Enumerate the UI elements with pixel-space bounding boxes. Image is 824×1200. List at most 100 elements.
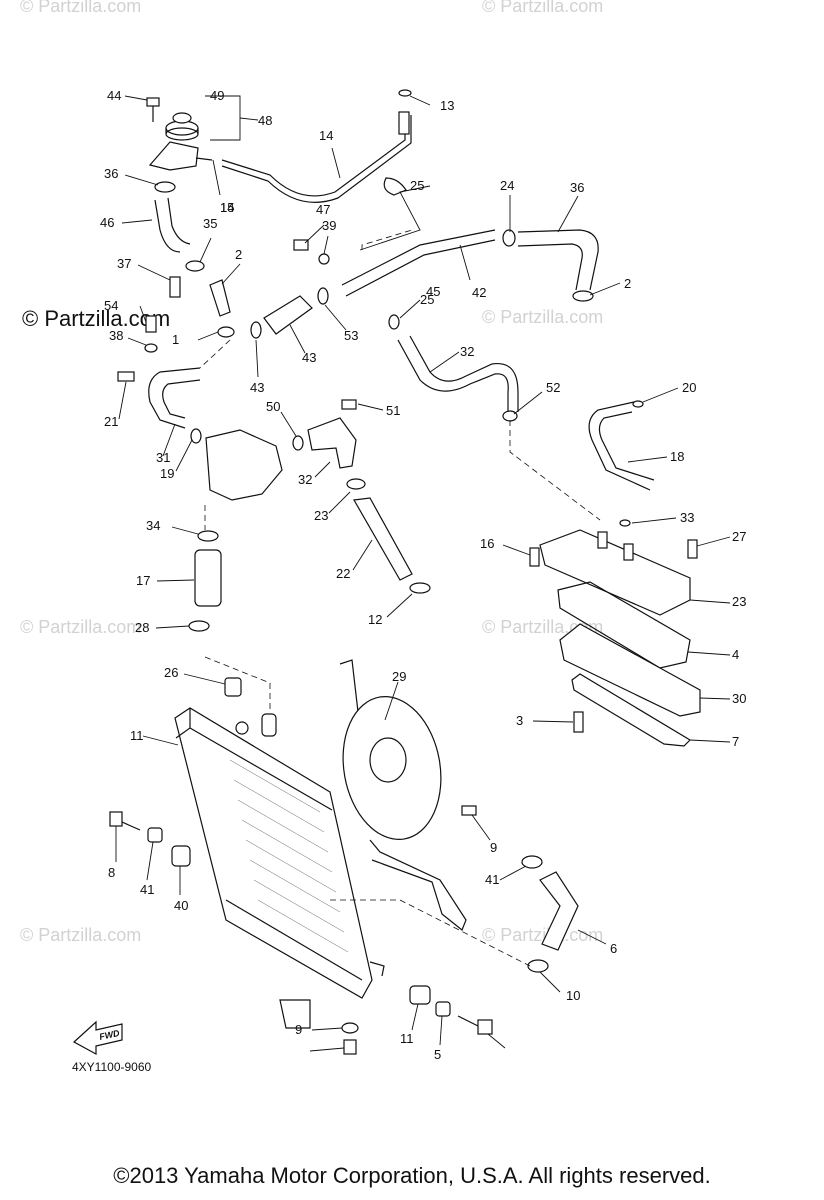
hose-clamp-part-43 xyxy=(388,314,400,330)
callout-22: 22 xyxy=(336,566,350,581)
bolt-part-53 xyxy=(145,315,157,333)
assembly-line xyxy=(361,229,413,250)
callout-44: 44 xyxy=(107,88,121,103)
callout-43: 43 xyxy=(250,380,264,395)
watermark: © Partzilla.com xyxy=(20,925,142,945)
watermark: © Partzilla.com xyxy=(482,925,604,945)
callout-25: 25 xyxy=(410,178,424,193)
cap-part-12 xyxy=(224,677,242,697)
callout-2: 2 xyxy=(624,276,631,291)
clip-part-32 xyxy=(632,400,644,408)
overflow-hose-part-13 xyxy=(221,115,406,197)
pipe-part xyxy=(398,111,410,135)
callout-7: 7 xyxy=(732,734,739,749)
callout-9: 9 xyxy=(490,840,497,855)
fitting-part-19 xyxy=(307,417,357,469)
assembly-line xyxy=(330,899,531,967)
bolt-part-44 xyxy=(146,97,160,122)
callout-48: 48 xyxy=(258,113,272,128)
washer-part-6 xyxy=(341,1022,359,1034)
assembly-line xyxy=(204,656,271,712)
radiator-cap-part-49 xyxy=(165,112,199,141)
clip-part-14 xyxy=(398,89,412,97)
pipe-part-50 xyxy=(148,367,201,429)
hose-clamp-part-25 xyxy=(572,290,594,302)
hose-part-35-edge xyxy=(167,197,191,245)
o-ring-part-38 xyxy=(217,326,235,338)
callout-30: 30 xyxy=(732,691,746,706)
callout-37: 37 xyxy=(117,256,131,271)
filler-neck-part xyxy=(148,141,213,171)
callout-36: 36 xyxy=(570,180,584,195)
bolt-shaft xyxy=(121,821,141,831)
assembly-line xyxy=(509,420,601,521)
leader-lines xyxy=(115,95,731,1052)
radiator-part-3 xyxy=(174,707,385,1029)
callout-20: 20 xyxy=(682,380,696,395)
callout-38: 38 xyxy=(109,328,123,343)
callout-17: 17 xyxy=(136,573,150,588)
callout-24: 24 xyxy=(500,178,514,193)
cover-part-27 xyxy=(539,529,691,616)
pipe-part-50-edge xyxy=(162,379,201,419)
callout-12: 12 xyxy=(368,612,382,627)
callout-40: 40 xyxy=(174,898,188,913)
watermark: © Partzilla.com xyxy=(20,0,142,16)
hose-part-35 xyxy=(154,199,181,253)
hose-part-1 xyxy=(263,295,313,335)
bolt-shaft xyxy=(457,1015,479,1027)
thermostat-housing-part xyxy=(205,429,283,501)
hose-clamp-part-25 xyxy=(502,229,516,247)
callout-54: 54 xyxy=(104,298,118,313)
callout-3: 3 xyxy=(516,713,523,728)
callout-11: 11 xyxy=(400,1031,414,1046)
callout-32: 32 xyxy=(298,472,312,487)
callout-14: 14 xyxy=(220,200,234,215)
bolt-part-11 xyxy=(477,1019,493,1035)
gasket-part-30 xyxy=(571,673,691,747)
water-pipe-part-45-edge xyxy=(345,239,496,297)
hose-clamp-part-2 xyxy=(250,321,262,339)
pipe-part-31-edge xyxy=(598,411,655,481)
callout-27: 27 xyxy=(732,529,746,544)
callout-15: 15 xyxy=(220,200,234,215)
hose-clamp-part-41 xyxy=(527,959,549,973)
bolt-part-33 xyxy=(529,547,540,567)
plate-part-26 xyxy=(559,623,701,717)
hose-clamp-part-43 xyxy=(502,410,518,422)
hose-clamp-part-36 xyxy=(185,260,205,272)
callout-36: 36 xyxy=(104,166,118,181)
callout-28: 28 xyxy=(135,620,149,635)
hose-clamp-part-36 xyxy=(154,181,176,193)
bolt-part-5 xyxy=(343,1039,357,1055)
callout-6: 6 xyxy=(610,941,617,956)
callout-45: 45 xyxy=(426,284,440,299)
catalog-code: 4XY1100-9060 xyxy=(72,1060,152,1074)
elbow-fitting-part-37 xyxy=(209,279,231,317)
watermark: © Partzilla.com xyxy=(482,0,604,16)
hose-clamp-part-41 xyxy=(521,855,543,869)
grommet-part-8 xyxy=(171,845,191,867)
watermark: © Partzilla.com xyxy=(482,307,604,327)
hose-clamp-part-17 xyxy=(409,582,431,594)
bolt-part-29 xyxy=(573,711,584,733)
clip-part-32 xyxy=(619,519,631,527)
callout-8: 8 xyxy=(108,865,115,880)
callout-35: 35 xyxy=(203,216,217,231)
hose-part-16 xyxy=(353,497,413,581)
callout-23: 23 xyxy=(732,594,746,609)
o-ring-part-20 xyxy=(292,435,304,451)
callout-4: 4 xyxy=(732,647,739,662)
hose-part-24-edge xyxy=(517,243,583,291)
callout-47: 47 xyxy=(316,202,330,217)
watermark: © Partzilla.com xyxy=(20,617,142,637)
callout-53: 53 xyxy=(344,328,358,343)
callout-46: 46 xyxy=(100,215,114,230)
callout-21: 21 xyxy=(104,414,118,429)
callout-51: 51 xyxy=(386,403,400,418)
grommet-part-10 xyxy=(409,985,431,1005)
o-ring-part-51 xyxy=(190,428,202,444)
callout-19: 19 xyxy=(160,466,174,481)
hose-part-42-edge xyxy=(409,335,519,412)
